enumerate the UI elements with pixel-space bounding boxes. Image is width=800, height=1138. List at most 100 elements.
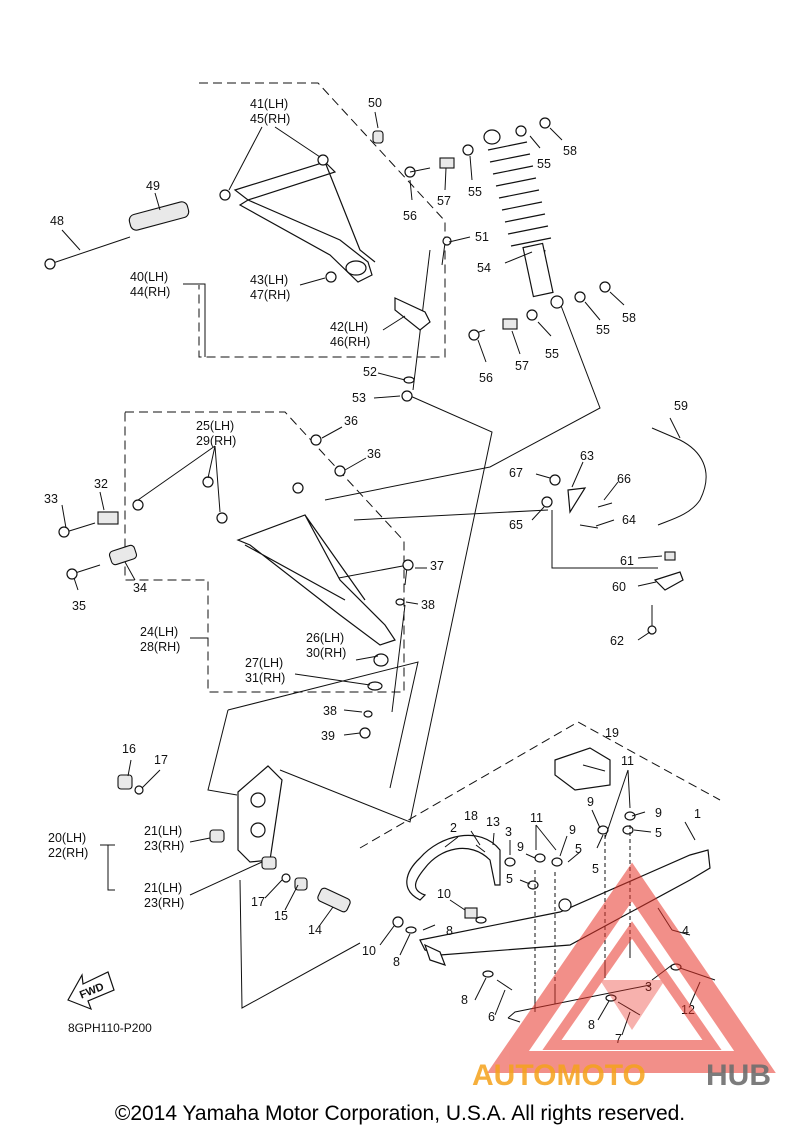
label-28: 28(RH)	[140, 640, 180, 654]
label-54: 54	[477, 261, 491, 275]
label-16: 16	[122, 742, 136, 756]
ski-bracket	[554, 747, 611, 791]
label-5a: 5	[655, 826, 662, 840]
label-56a: 56	[403, 209, 417, 223]
label-9c: 9	[569, 823, 576, 837]
label-57b: 57	[515, 359, 529, 373]
label-65: 65	[509, 518, 523, 532]
label-57a: 57	[437, 194, 451, 208]
label-51: 51	[475, 230, 489, 244]
label-48: 48	[50, 214, 64, 228]
steering-linkage	[541, 427, 707, 635]
label-67: 67	[509, 466, 523, 480]
label-55a: 55	[468, 185, 482, 199]
label-20: 20(LH)	[48, 831, 86, 845]
shock-spring	[487, 141, 552, 247]
label-26: 26(LH)	[306, 631, 344, 645]
label-66: 66	[617, 472, 631, 486]
ball-joint-upper	[394, 297, 431, 331]
label-61: 61	[620, 554, 634, 568]
label-39: 39	[321, 729, 335, 743]
label-32: 32	[94, 477, 108, 491]
label-9b: 9	[655, 806, 662, 820]
label-29: 29(RH)	[196, 434, 236, 448]
label-8a: 8	[446, 924, 453, 938]
label-27: 27(LH)	[245, 656, 283, 670]
lower-a-arm-assembly	[58, 434, 414, 739]
label-3a: 3	[505, 825, 512, 839]
label-11a: 11	[621, 754, 634, 768]
label-33: 33	[44, 492, 58, 506]
label-55d: 55	[596, 323, 610, 337]
spindle-assembly	[117, 765, 351, 913]
label-63: 63	[580, 449, 594, 463]
label-8b: 8	[393, 955, 400, 969]
label-58b: 58	[622, 311, 636, 325]
label-62: 62	[610, 634, 624, 648]
label-8d: 8	[588, 1018, 595, 1032]
label-19: 19	[605, 726, 619, 740]
label-6: 6	[488, 1010, 495, 1024]
label-8c: 8	[461, 993, 468, 1007]
label-55c: 55	[545, 347, 559, 361]
label-59: 59	[674, 399, 688, 413]
label-2: 2	[450, 821, 457, 835]
label-12: 12	[681, 1003, 695, 1017]
label-23b: 23(RH)	[144, 896, 184, 910]
label-37: 37	[430, 559, 444, 573]
label-40: 40(LH)	[130, 270, 168, 284]
label-44: 44(RH)	[130, 285, 170, 299]
ski-loop	[406, 834, 501, 901]
label-7: 7	[615, 1032, 622, 1046]
label-18: 18	[464, 809, 478, 823]
label-31: 31(RH)	[245, 671, 285, 685]
label-17b: 17	[251, 895, 265, 909]
label-9a: 9	[587, 795, 594, 809]
label-58a: 58	[563, 144, 577, 158]
part-labels: 41(LH) 45(RH) 50 49 48 40(LH) 44(RH) 43(…	[44, 96, 701, 1046]
ski-group-box	[359, 721, 721, 849]
label-5c: 5	[592, 862, 599, 876]
label-41: 41(LH)	[250, 97, 288, 111]
label-53: 53	[352, 391, 366, 405]
fwd-arrow-icon: FWD	[67, 971, 115, 1011]
label-42: 42(LH)	[330, 320, 368, 334]
label-34: 34	[133, 581, 147, 595]
label-14: 14	[308, 923, 322, 937]
label-10b: 10	[362, 944, 376, 958]
label-11b: 11	[530, 811, 543, 825]
copyright-notice: ©2014 Yamaha Motor Corporation, U.S.A. A…	[114, 1102, 686, 1125]
upper-arm-long-bolt	[49, 236, 131, 265]
label-1: 1	[694, 807, 701, 821]
label-55b: 55	[537, 157, 551, 171]
label-5d: 5	[506, 872, 513, 886]
label-21a: 21(LH)	[144, 824, 182, 838]
label-64: 64	[622, 513, 636, 527]
label-36b: 36	[367, 447, 381, 461]
label-50: 50	[368, 96, 382, 110]
label-10a: 10	[437, 887, 451, 901]
label-47: 47(RH)	[250, 288, 290, 302]
label-49: 49	[146, 179, 160, 193]
upper-arm-group-box	[198, 82, 446, 358]
label-38a: 38	[421, 598, 435, 612]
label-4: 4	[682, 924, 689, 938]
ski-assembly	[392, 747, 716, 1023]
label-24: 24(LH)	[140, 625, 178, 639]
label-13: 13	[486, 815, 500, 829]
label-22: 22(RH)	[48, 846, 88, 860]
label-43: 43(LH)	[250, 273, 288, 287]
label-35: 35	[72, 599, 86, 613]
label-30: 30(RH)	[306, 646, 346, 660]
label-5b: 5	[575, 842, 582, 856]
label-23a: 23(RH)	[144, 839, 184, 853]
label-25: 25(LH)	[196, 419, 234, 433]
label-17a: 17	[154, 753, 168, 767]
label-60: 60	[612, 580, 626, 594]
diagram-code: 8GPH110-P200	[68, 1021, 152, 1035]
steering-cable	[651, 427, 707, 526]
label-52: 52	[363, 365, 377, 379]
label-21b: 21(LH)	[144, 881, 182, 895]
label-45: 45(RH)	[250, 112, 290, 126]
